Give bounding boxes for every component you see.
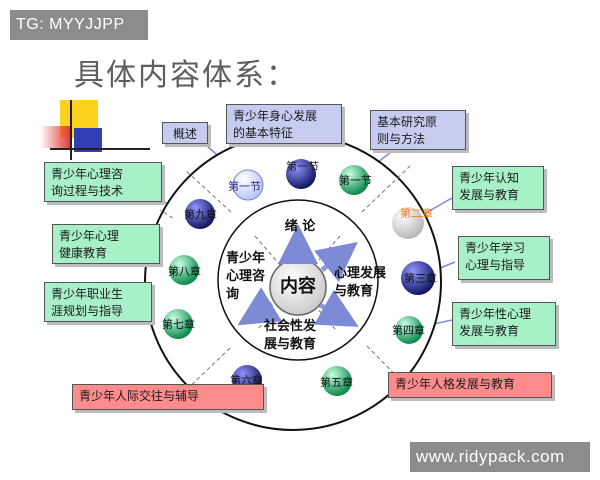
node-ch3 (401, 261, 435, 295)
node-ch1 (232, 169, 264, 201)
core-arrows (237, 224, 359, 327)
node-ch2 (392, 207, 424, 239)
node-label-ch4: 第四章 (392, 324, 425, 337)
node-label-ch2top: 第一节 (286, 160, 319, 173)
node-ch4 (395, 316, 423, 344)
node-label-ch9: 第九章 (184, 208, 217, 221)
watermark-url: www.ridypack.com (410, 442, 590, 472)
core-label: 内容 (280, 276, 316, 297)
callout-interpersonal: 青少年人际交往与辅导 (72, 384, 264, 410)
callout-overview: 概述 (162, 122, 208, 144)
node-label-ch3top: 第一节 (339, 174, 372, 187)
center-intro-label: 绪 论 (284, 219, 316, 234)
node-label-ch2: 第二章 (400, 207, 433, 220)
center-social-label: 社会性发 展与教育 (264, 319, 317, 352)
node-label-ch1: 第一节 (228, 180, 261, 193)
center-development-label: 心理发展 与教育 (334, 266, 387, 299)
callout-mental-health: 青少年心理 健康教育 (52, 224, 160, 264)
callout-learning: 青少年学习 心理与指导 (458, 236, 550, 280)
chapter-nodes (163, 159, 435, 396)
node-ch5 (322, 366, 352, 396)
page-title: 具体内容体系： (74, 58, 298, 93)
callout-cognition: 青少年认知 发展与教育 (452, 166, 544, 210)
node-label-ch3: 第三章 (404, 272, 437, 285)
node-ch3top (339, 165, 369, 195)
center-counseling-label: 青少年 心理咨 询 (226, 251, 266, 302)
node-ch9 (185, 199, 215, 229)
node-label-ch5: 第五章 (320, 376, 353, 389)
node-label-ch6: 第六章 (230, 374, 263, 387)
watermark-tg: TG: MYYJJPP (10, 10, 148, 40)
callout-physical-features: 青少年身心发展 的基本特征 (226, 104, 342, 144)
node-ch8 (169, 255, 199, 285)
node-label-ch7: 第七章 (162, 318, 195, 331)
callout-sex-psychology: 青少年性心理 发展与教育 (452, 302, 556, 346)
node-label-ch8: 第八章 (168, 265, 201, 278)
node-ch2top (286, 159, 316, 189)
callout-career-planning: 青少年职业生 涯规划与指导 (44, 282, 152, 322)
callout-research-methods: 基本研究原 则与方法 (370, 110, 466, 150)
callout-counseling-process: 青少年心理咨 询过程与技术 (44, 162, 162, 202)
node-ch7 (163, 309, 193, 339)
decor-horizontal-line (50, 148, 150, 150)
callout-personality: 青少年人格发展与教育 (388, 372, 552, 398)
decor-red-square (40, 126, 70, 148)
decor-vertical-line (70, 100, 72, 160)
